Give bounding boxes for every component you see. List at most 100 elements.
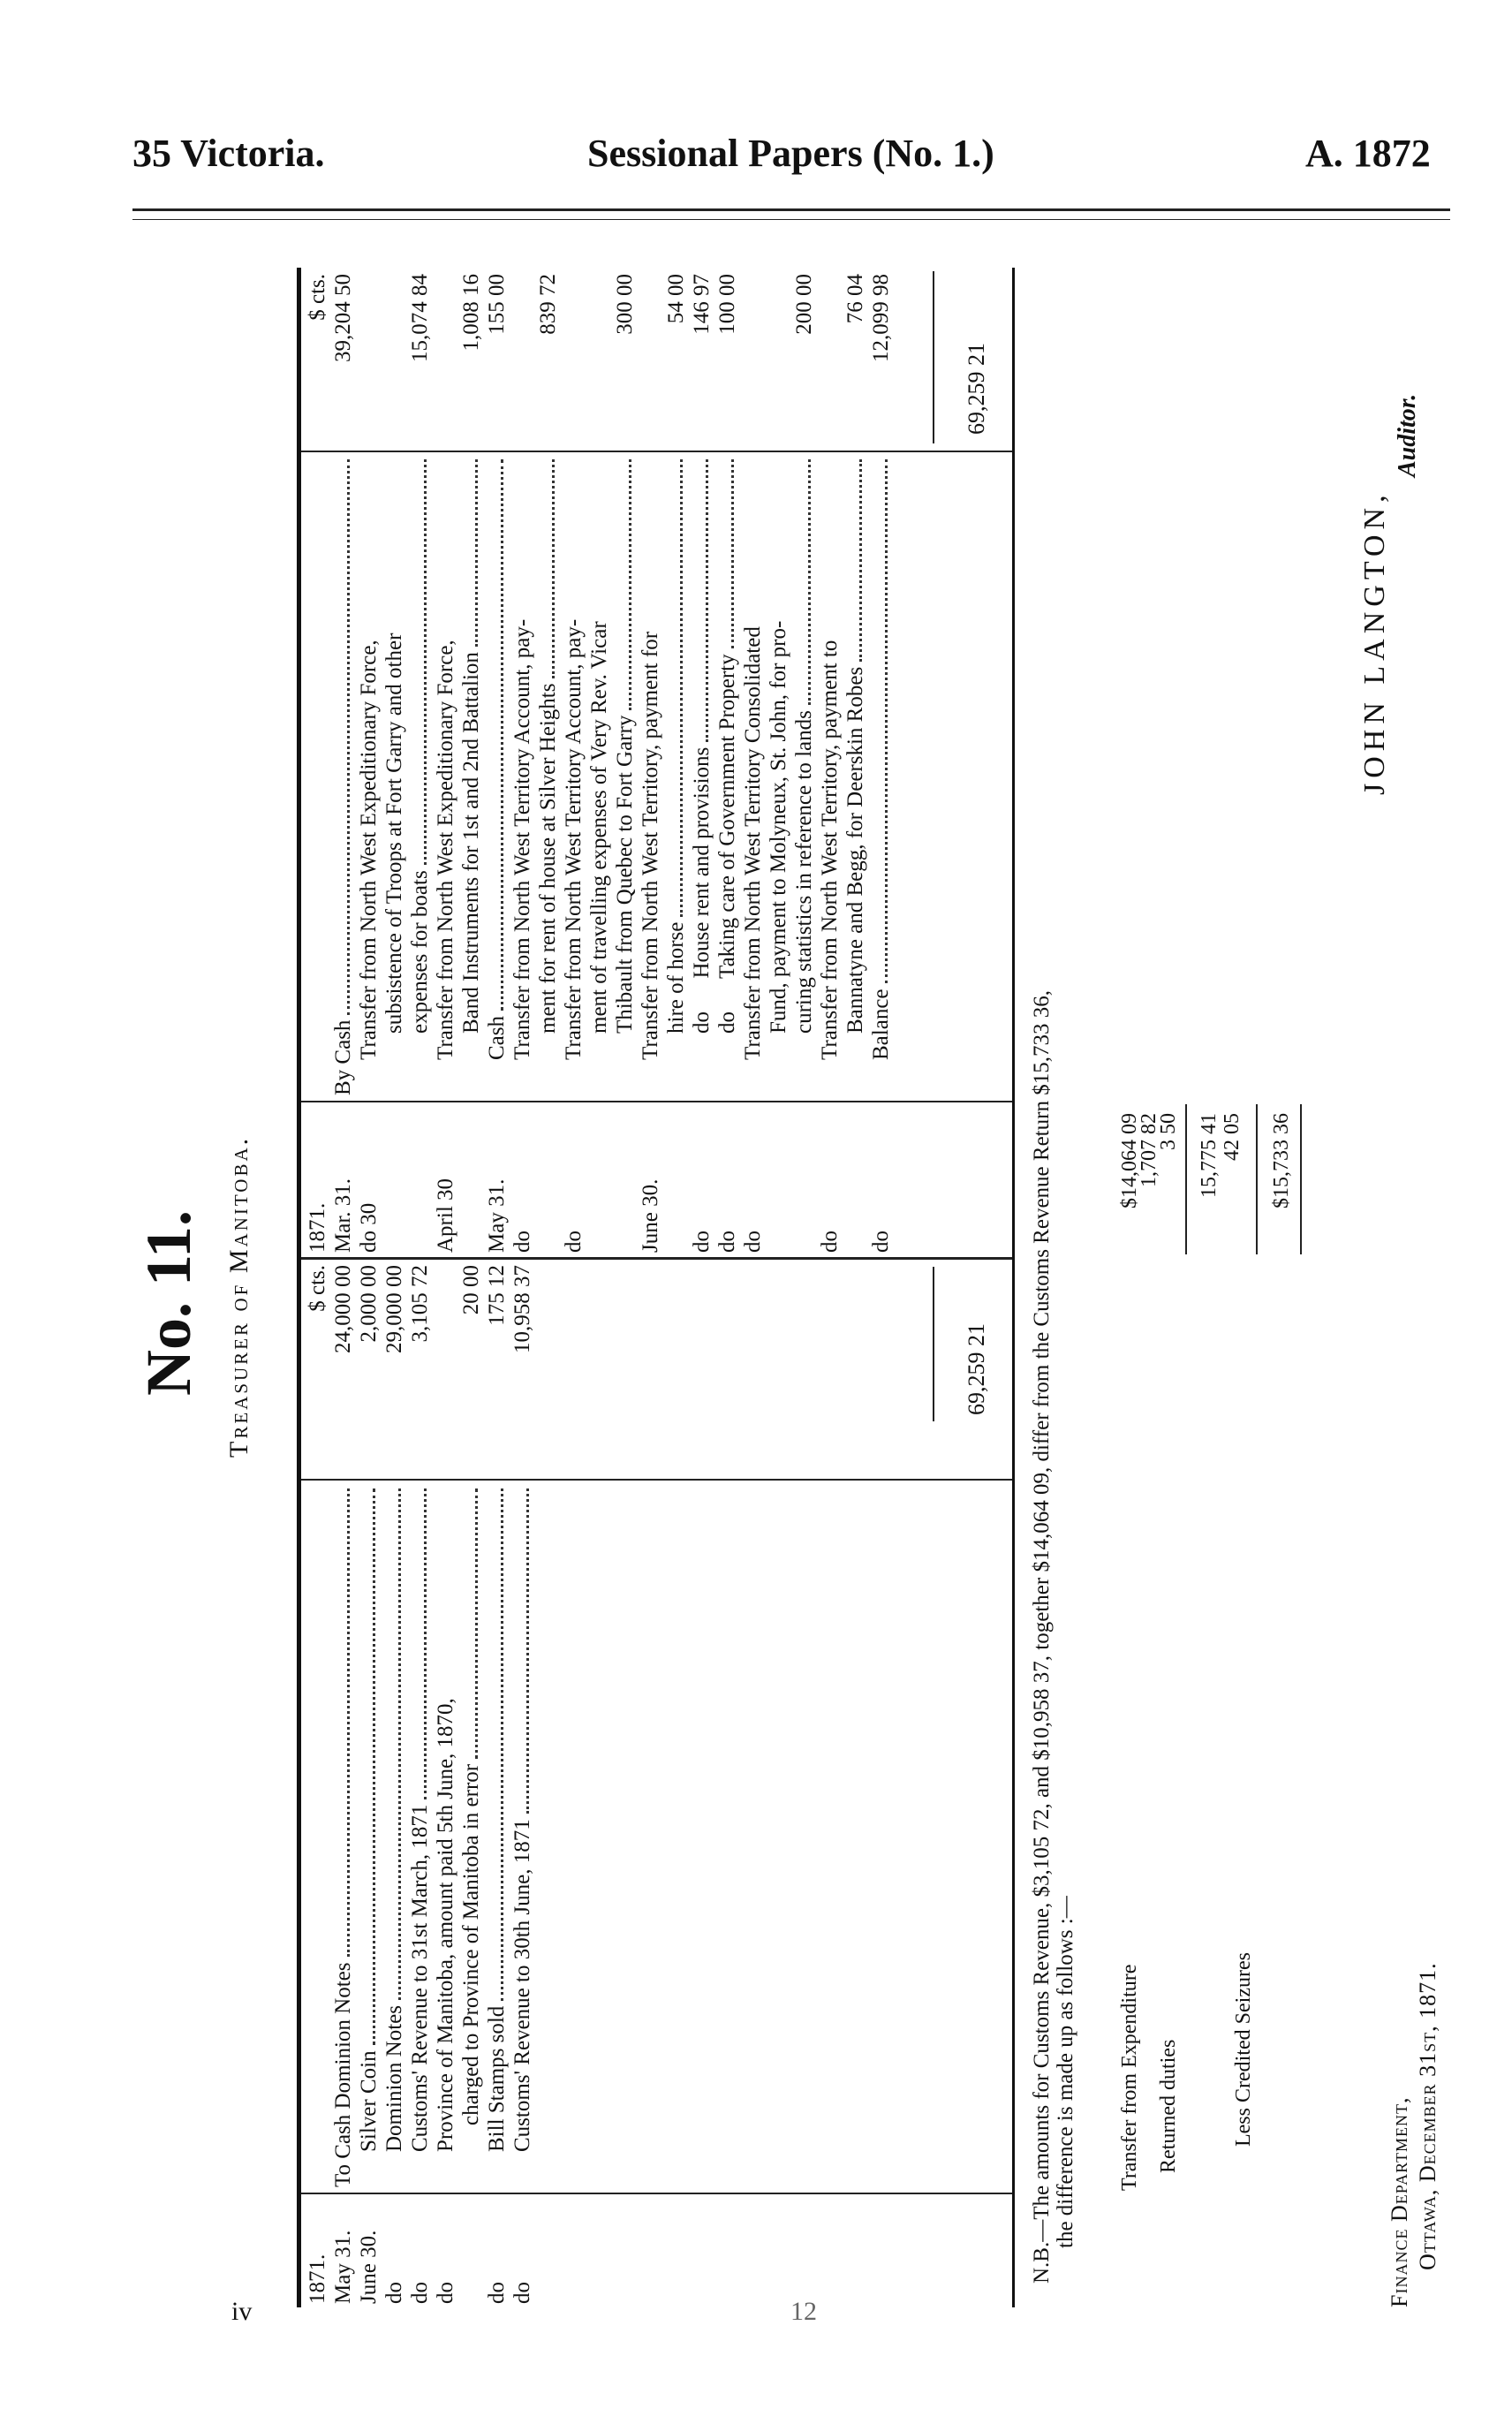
note-label-transfer: Transfer from Expenditure [1118, 1964, 1141, 2191]
note-label-returned: Returned duties [1157, 2039, 1180, 2173]
description-text: Balance [869, 989, 893, 1060]
description-line: ment of travelling expenses of Very Rev.… [586, 456, 612, 1095]
amount-cell [586, 274, 612, 447]
description-line [305, 1485, 330, 2187]
origin-place-date: Ottawa, December 31st, 1871. [1415, 1962, 1440, 2270]
description-text: hire of horse [664, 921, 688, 1034]
date-cell: 1871. [306, 2254, 329, 2304]
date-cell: June 30. [639, 1178, 662, 1253]
description-line: expenses for boats [407, 456, 433, 1095]
description-text: Silver Coin [357, 2050, 381, 2152]
amount-cell: 29,000 00 [382, 1265, 406, 1353]
description-text: Transfer from North West Expeditionary F… [434, 640, 457, 1060]
description-text: Customs' Revenue to 31st March, 1871 [408, 1804, 432, 2152]
date-cell: do [408, 2282, 432, 2304]
description-line: Bill Stamps sold [484, 1485, 510, 2187]
document-number: No. 11. [133, 1209, 204, 1396]
date-cell: do [485, 2282, 509, 2304]
description-line: Balance [868, 456, 894, 1095]
description-line: To Cash Dominion Notes [330, 1485, 356, 2187]
description-text: Transfer from North West Territory Accou… [562, 618, 586, 1060]
amount-cell: 839 72 [536, 274, 560, 335]
date-cell [791, 1106, 817, 1253]
description-line: By Cash [330, 456, 356, 1095]
amount-cell [766, 274, 791, 447]
dot-leader [552, 459, 555, 678]
amount-cell [382, 274, 407, 447]
credit-total: 69,259 21 [964, 343, 989, 435]
date-cell: 1871. [306, 1202, 329, 1253]
amount-cell: 24,000 00 [331, 1265, 355, 1353]
description-text: Bill Stamps sold [485, 2005, 509, 2152]
date-cell [766, 1106, 791, 1253]
date-cell: do [382, 2282, 406, 2304]
dot-leader [885, 459, 888, 984]
dot-leader [475, 1488, 478, 1759]
amount-cell: 10,958 37 [510, 1265, 534, 1353]
date-cell: May 31. [485, 1178, 509, 1253]
description-text: Band Instruments for 1st and 2nd Battali… [459, 652, 483, 1034]
amount-cell: 15,074 84 [408, 274, 432, 362]
description-line: Thibault from Quebec to Fort Garry [612, 456, 638, 1095]
description-text: By Cash [331, 1019, 355, 1095]
note-subtotal: 15,775 41 [1198, 1113, 1221, 1198]
description-text: Cash [485, 1016, 509, 1060]
description-text: expenses for boats [408, 870, 432, 1034]
amount-cell: 300 00 [613, 274, 637, 335]
description-line: hire of horse [663, 456, 689, 1095]
dot-leader [424, 1488, 427, 1799]
description-line: Customs' Revenue to 31st March, 1871 [407, 1485, 433, 2187]
column-divider [301, 1479, 1012, 1481]
note-total: $15,733 36 [1270, 1113, 1293, 1208]
description-line: Transfer from North West Expeditionary F… [433, 456, 458, 1095]
description-text: Dominion Notes [382, 2005, 406, 2152]
dot-leader [347, 459, 350, 1015]
date-cell: do [741, 1231, 765, 1253]
date-cell: do [510, 2282, 534, 2304]
amount-cell: 175 12 [485, 1265, 509, 1326]
date-cell: do [690, 1231, 714, 1253]
note-rule [1256, 1104, 1258, 1254]
description-text: subsistence of Troops at Fort Garry and … [382, 633, 406, 1034]
document-subtitle: Treasurer of Manitoba. [224, 1135, 253, 1458]
column-divider [301, 1257, 1012, 1260]
amount-cell [561, 274, 586, 447]
note-rule [1185, 1104, 1187, 1254]
description-text: charged to Province of Manitoba in error [459, 1763, 483, 2125]
date-cell [458, 1106, 484, 1253]
description-line: Band Instruments for 1st and 2nd Battali… [458, 456, 484, 1095]
note-line-2: the difference is made up as follows :— [1054, 1896, 1077, 2248]
amount-cell: 155 00 [485, 274, 509, 335]
date-cell: do [715, 1231, 739, 1253]
description-text: Customs' Revenue to 30th June, 1871 [510, 1819, 534, 2152]
amount-cell [740, 274, 766, 447]
description-text: Transfer from North West Territory Conso… [741, 626, 765, 1060]
amount-cell: 39,204 50 [331, 274, 355, 362]
signature-title: Auditor. [1394, 393, 1421, 477]
header-year: A. 1872 [1305, 132, 1431, 175]
column-divider [301, 2193, 1012, 2194]
amount-cell [817, 274, 843, 447]
amount-cell: 146 97 [690, 274, 714, 335]
amount-cell: 2,000 00 [357, 1265, 381, 1343]
dot-leader [424, 459, 427, 866]
date-cell: do [562, 1231, 586, 1253]
amount-cell [638, 274, 663, 447]
date-cell: May 31. [331, 2230, 355, 2304]
date-cell: do [869, 1231, 893, 1253]
description-text: Transfer from North West Territory, paym… [639, 631, 662, 1060]
amount-cell: 3,105 72 [408, 1265, 432, 1343]
description-text: Province of Manitoba, amount paid 5th Ju… [434, 1698, 457, 2152]
note-amount: 3 50 [1157, 1113, 1180, 1150]
amount-cell [433, 274, 458, 447]
description-text: Transfer from North West Expeditionary F… [357, 640, 381, 1060]
date-cell [843, 1106, 868, 1253]
amount-cell [510, 274, 535, 447]
amount-cell: 1,008 16 [459, 274, 483, 352]
description-text: Transfer from North West Territory, paym… [818, 640, 842, 1060]
amount-cell: 200 00 [792, 274, 816, 335]
dot-leader [475, 459, 478, 648]
column-divider [301, 1101, 1012, 1102]
